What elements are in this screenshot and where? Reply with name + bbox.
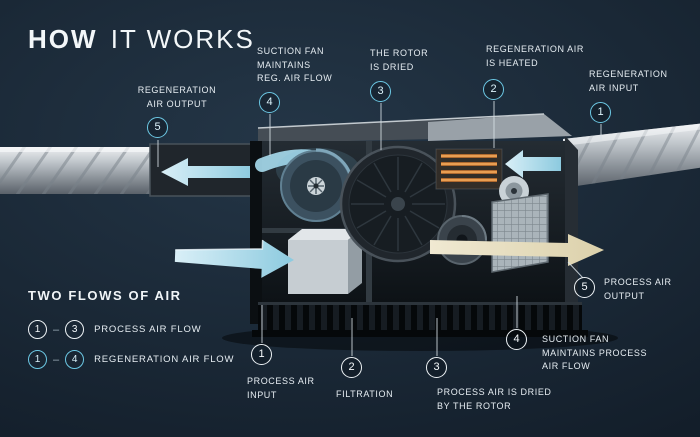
title-word-rest: IT WORKS xyxy=(110,24,255,54)
callout-air-heated-label: REGENERATION AIR IS HEATED xyxy=(486,44,584,68)
callout-process-5-badge: 5 xyxy=(574,277,595,298)
title-word-bold: HOW xyxy=(28,24,98,54)
regeneration-fan xyxy=(276,148,360,222)
legend-process-label: PROCESS AIR FLOW xyxy=(94,324,202,335)
base-vents xyxy=(258,302,582,330)
callout-regeneration-air-input-label: REGENERATION AIR INPUT xyxy=(589,69,668,93)
process-air-output-arrow xyxy=(430,234,604,266)
legend-regen-to-badge: 4 xyxy=(65,350,85,369)
legend-title: TWO FLOWS OF AIR xyxy=(28,288,182,303)
legend-item-process-flow: 1 – 3 PROCESS AIR FLOW xyxy=(28,320,201,339)
rotor xyxy=(339,145,457,263)
callout-regeneration-4-badge: 4 xyxy=(259,92,280,113)
left-duct xyxy=(0,143,261,197)
legend-range-dash: – xyxy=(53,323,60,336)
callout-process-1-badge: 1 xyxy=(251,344,272,365)
legend-item-regeneration-flow: 1 – 4 REGENERATION AIR FLOW xyxy=(28,350,234,369)
callout-process-dried-label: PROCESS AIR IS DRIED BY THE ROTOR xyxy=(437,387,552,411)
callout-process-4-badge: 4 xyxy=(506,329,527,350)
legend-process-from-badge: 1 xyxy=(28,320,47,339)
callout-regeneration-1-badge: 1 xyxy=(590,102,611,123)
heater xyxy=(435,148,503,190)
callout-process-3-badge: 3 xyxy=(426,357,447,378)
regeneration-output-arrow xyxy=(161,158,254,186)
callout-suction-fan-reg-label: SUCTION FAN MAINTAINS REG. AIR FLOW xyxy=(257,46,333,83)
process-fan xyxy=(437,215,487,265)
connector-lines xyxy=(157,101,602,356)
callout-regeneration-3-badge: 3 xyxy=(370,81,391,102)
filter-mesh xyxy=(491,193,549,273)
callout-regeneration-2-badge: 2 xyxy=(483,79,504,100)
process-air-input-arrow xyxy=(174,239,294,278)
legend-regen-from-badge: 1 xyxy=(28,350,47,369)
callout-regeneration-5-badge: 5 xyxy=(147,117,168,138)
callout-filtration-label: FILTRATION xyxy=(336,389,394,399)
page-title: HOW IT WORKS xyxy=(28,24,255,55)
legend-process-to-badge: 3 xyxy=(65,320,85,339)
legend-regen-label: REGENERATION AIR FLOW xyxy=(94,354,235,365)
callout-process-2-badge: 2 xyxy=(341,357,362,378)
callout-process-air-output-label: PROCESS AIR OUTPUT xyxy=(604,277,672,301)
callout-rotor-dried-label: THE ROTOR IS DRIED xyxy=(370,48,429,72)
callout-suction-fan-process-label: SUCTION FAN MAINTAINS PROCESS AIR FLOW xyxy=(542,334,648,371)
callout-regeneration-air-output-label: REGENERATION AIR OUTPUT xyxy=(137,85,217,109)
legend-range-dash: – xyxy=(53,353,60,366)
regeneration-input-arrow xyxy=(505,150,561,178)
filter-housing xyxy=(288,229,362,294)
callout-process-air-input-label: PROCESS AIR INPUT xyxy=(247,376,315,400)
